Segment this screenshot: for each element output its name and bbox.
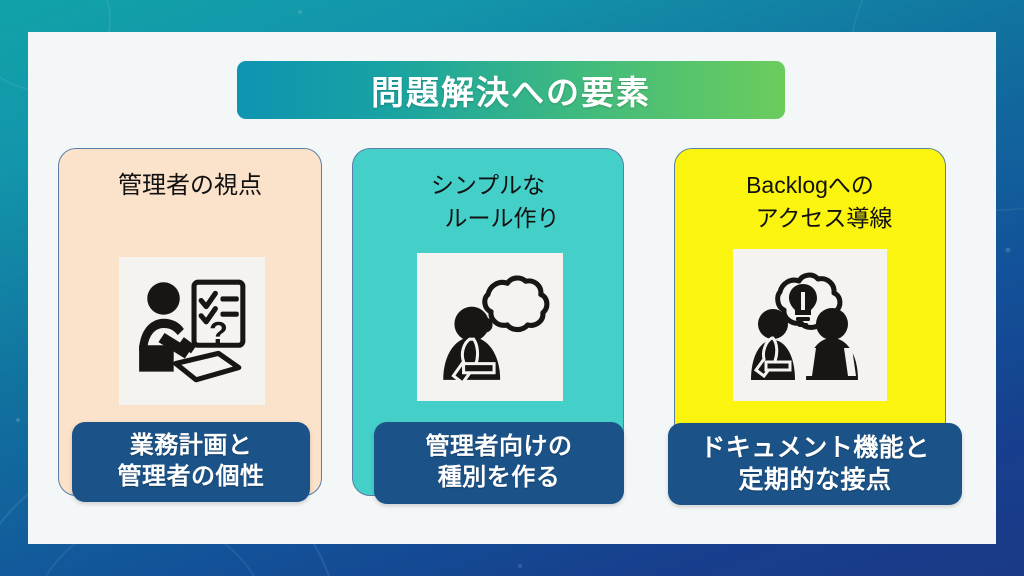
icon-tile-2 (417, 253, 563, 401)
two-people-lightbulb-idea-icon (751, 272, 858, 380)
card-label-3-line1: ドキュメント機能と (700, 434, 930, 462)
card-title-3-line1: Backlogへの (746, 172, 874, 198)
card-label-1-line2: 管理者の個性 (117, 463, 265, 490)
card-title-2-line2: ルール作り (444, 204, 560, 231)
person-writing-checklist-icon: ? (139, 279, 246, 383)
card-label-3-line2: 定期的な接点 (738, 466, 892, 494)
card-title-1: 管理者の視点 (59, 169, 321, 203)
card-label-2-line2: 種別を作る (437, 464, 561, 491)
card-title-2-line1: シンプルな (430, 172, 546, 198)
card-title-2: シンプルな ルール作り (353, 169, 623, 234)
card-title-1-line1: 管理者の視点 (118, 172, 262, 199)
card-label-3[interactable]: ドキュメント機能と 定期的な接点 (668, 423, 962, 505)
icon-tile-3 (733, 249, 887, 401)
card-title-3-line2: アクセス導線 (755, 204, 893, 231)
svg-text:?: ? (209, 316, 228, 350)
card-title-3: Backlogへの アクセス導線 (675, 169, 945, 234)
card-label-2-text: 管理者向けの 種別を作る (426, 432, 573, 493)
card-label-1-line1: 業務計画と (129, 432, 253, 460)
card-label-2-line1: 管理者向けの (425, 433, 573, 461)
card-label-2[interactable]: 管理者向けの 種別を作る (374, 422, 624, 504)
card-label-3-text: ドキュメント機能と 定期的な接点 (700, 432, 930, 496)
card-label-1[interactable]: 業務計画と 管理者の個性 (72, 422, 310, 502)
card-label-1-text: 業務計画と 管理者の個性 (118, 431, 265, 492)
page-title: 問題解決への要素 (371, 74, 651, 111)
icon-tile-1: ? (119, 257, 265, 405)
title-banner: 問題解決への要素 (237, 61, 785, 119)
thinking-person-thought-bubble-icon (443, 275, 550, 386)
